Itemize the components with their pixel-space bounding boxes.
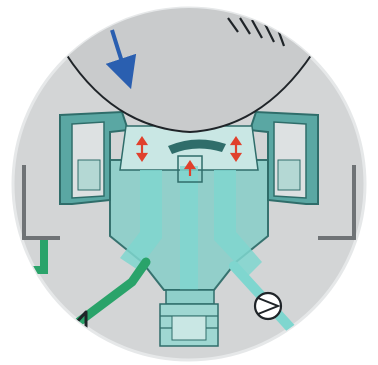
outlet-neck [166, 290, 214, 304]
pump-icon[interactable] [255, 293, 281, 319]
flow-channel-center [180, 166, 198, 290]
right-housing-slot [278, 160, 300, 190]
nozzle-bore [172, 316, 206, 340]
left-housing-slot [78, 160, 100, 190]
